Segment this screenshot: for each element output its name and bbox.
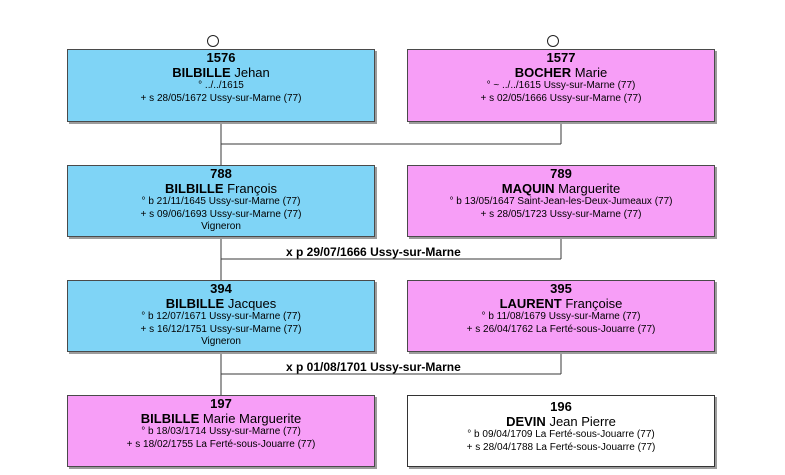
person-name: BILBILLE Jehan <box>68 65 374 80</box>
given-name: Marie Marguerite <box>202 411 302 426</box>
person-name: DEVIN Jean Pierre <box>408 414 714 429</box>
occupation-line: Vigneron <box>201 221 241 232</box>
death-line: + s 18/02/1755 La Ferté-sous-Jouarre (77… <box>126 438 316 450</box>
surname: MAQUIN <box>501 181 555 196</box>
surname: BILBILLE <box>165 181 224 196</box>
given-name: Jehan <box>234 65 270 80</box>
given-name: Jacques <box>227 296 277 311</box>
person-box-788[interactable]: 788 BILBILLE François ° b 21/11/1645 Uss… <box>67 165 375 237</box>
person-name: BOCHER Marie <box>408 65 714 80</box>
given-name: François <box>227 181 277 196</box>
person-name: BILBILLE Jacques <box>68 296 374 311</box>
given-name: Marguerite <box>558 181 621 196</box>
person-name: LAURENT Françoise <box>408 296 714 311</box>
person-box-1577[interactable]: 1577 BOCHER Marie ° ~ ../../1615 Ussy-su… <box>407 49 715 122</box>
person-name: MAQUIN Marguerite <box>408 181 714 196</box>
death-line: + s 28/05/1723 Ussy-sur-Marne (77) <box>480 208 642 220</box>
birth-line: ° b 18/03/1714 Ussy-sur-Marne (77) <box>141 426 301 437</box>
sosa-number: 788 <box>210 166 232 181</box>
person-box-395[interactable]: 395 LAURENT Françoise ° b 11/08/1679 Uss… <box>407 280 715 352</box>
birth-line: ° ~ ../../1615 Ussy-sur-Marne (77) <box>486 80 636 91</box>
person-box-1576[interactable]: 1576 BILBILLE Jehan ° ../../1615 + s 28/… <box>67 49 375 122</box>
death-line: + s 28/05/1672 Ussy-sur-Marne (77) <box>140 92 302 104</box>
surname: BILBILLE <box>165 296 225 311</box>
surname: DEVIN <box>506 414 546 429</box>
given-name: Françoise <box>565 296 623 311</box>
surname: LAURENT <box>499 296 562 311</box>
given-name: Marie <box>574 65 608 80</box>
person-box-196[interactable]: 196 DEVIN Jean Pierre ° b 09/04/1709 La … <box>407 395 715 467</box>
person-box-197[interactable]: 197 BILBILLE Marie Marguerite ° b 18/03/… <box>67 395 375 467</box>
person-name: BILBILLE François <box>68 181 374 196</box>
death-line: + s 26/04/1762 La Ferté-sous-Jouarre (77… <box>466 323 656 335</box>
sosa-number: 395 <box>550 281 572 296</box>
marriage-label-394-395: x p 01/08/1701 Ussy-sur-Marne <box>286 360 461 374</box>
death-line: + s 09/06/1693 Ussy-sur-Marne (77) <box>140 208 302 220</box>
sosa-number: 1576 <box>206 50 236 65</box>
birth-line: ° b 11/08/1679 Ussy-sur-Marne (77) <box>481 311 641 322</box>
marriage-label-788-789: x p 29/07/1666 Ussy-sur-Marne <box>286 245 461 259</box>
collapse-circle-1576[interactable] <box>207 35 219 47</box>
death-line: + s 02/05/1666 Ussy-sur-Marne (77) <box>480 92 642 104</box>
person-box-789[interactable]: 789 MAQUIN Marguerite ° b 13/05/1647 Sai… <box>407 165 715 237</box>
death-line: + s 16/12/1751 Ussy-sur-Marne (77) <box>140 323 302 335</box>
collapse-circle-1577[interactable] <box>547 35 559 47</box>
surname: BOCHER <box>514 65 572 80</box>
sosa-number: 789 <box>550 166 572 181</box>
death-line: + s 28/04/1788 La Ferté-sous-Jouarre (77… <box>466 441 656 453</box>
birth-line: ° b 09/04/1709 La Ferté-sous-Jouarre (77… <box>467 429 655 440</box>
sosa-number: 197 <box>210 396 232 411</box>
birth-line: ° ../../1615 <box>198 80 244 91</box>
birth-line: ° b 13/05/1647 Saint-Jean-les-Deux-Jumea… <box>449 196 673 207</box>
person-name: BILBILLE Marie Marguerite <box>68 411 374 426</box>
surname: BILBILLE <box>140 411 200 426</box>
occupation-line: Vigneron <box>201 336 241 347</box>
sosa-number: 196 <box>550 399 572 414</box>
birth-line: ° b 12/07/1671 Ussy-sur-Marne (77) <box>141 311 301 322</box>
person-box-394[interactable]: 394 BILBILLE Jacques ° b 12/07/1671 Ussy… <box>67 280 375 352</box>
given-name: Jean Pierre <box>549 414 616 429</box>
sosa-number: 394 <box>210 281 232 296</box>
surname: BILBILLE <box>172 65 231 80</box>
sosa-number: 1577 <box>546 50 576 65</box>
birth-line: ° b 21/11/1645 Ussy-sur-Marne (77) <box>141 196 301 207</box>
